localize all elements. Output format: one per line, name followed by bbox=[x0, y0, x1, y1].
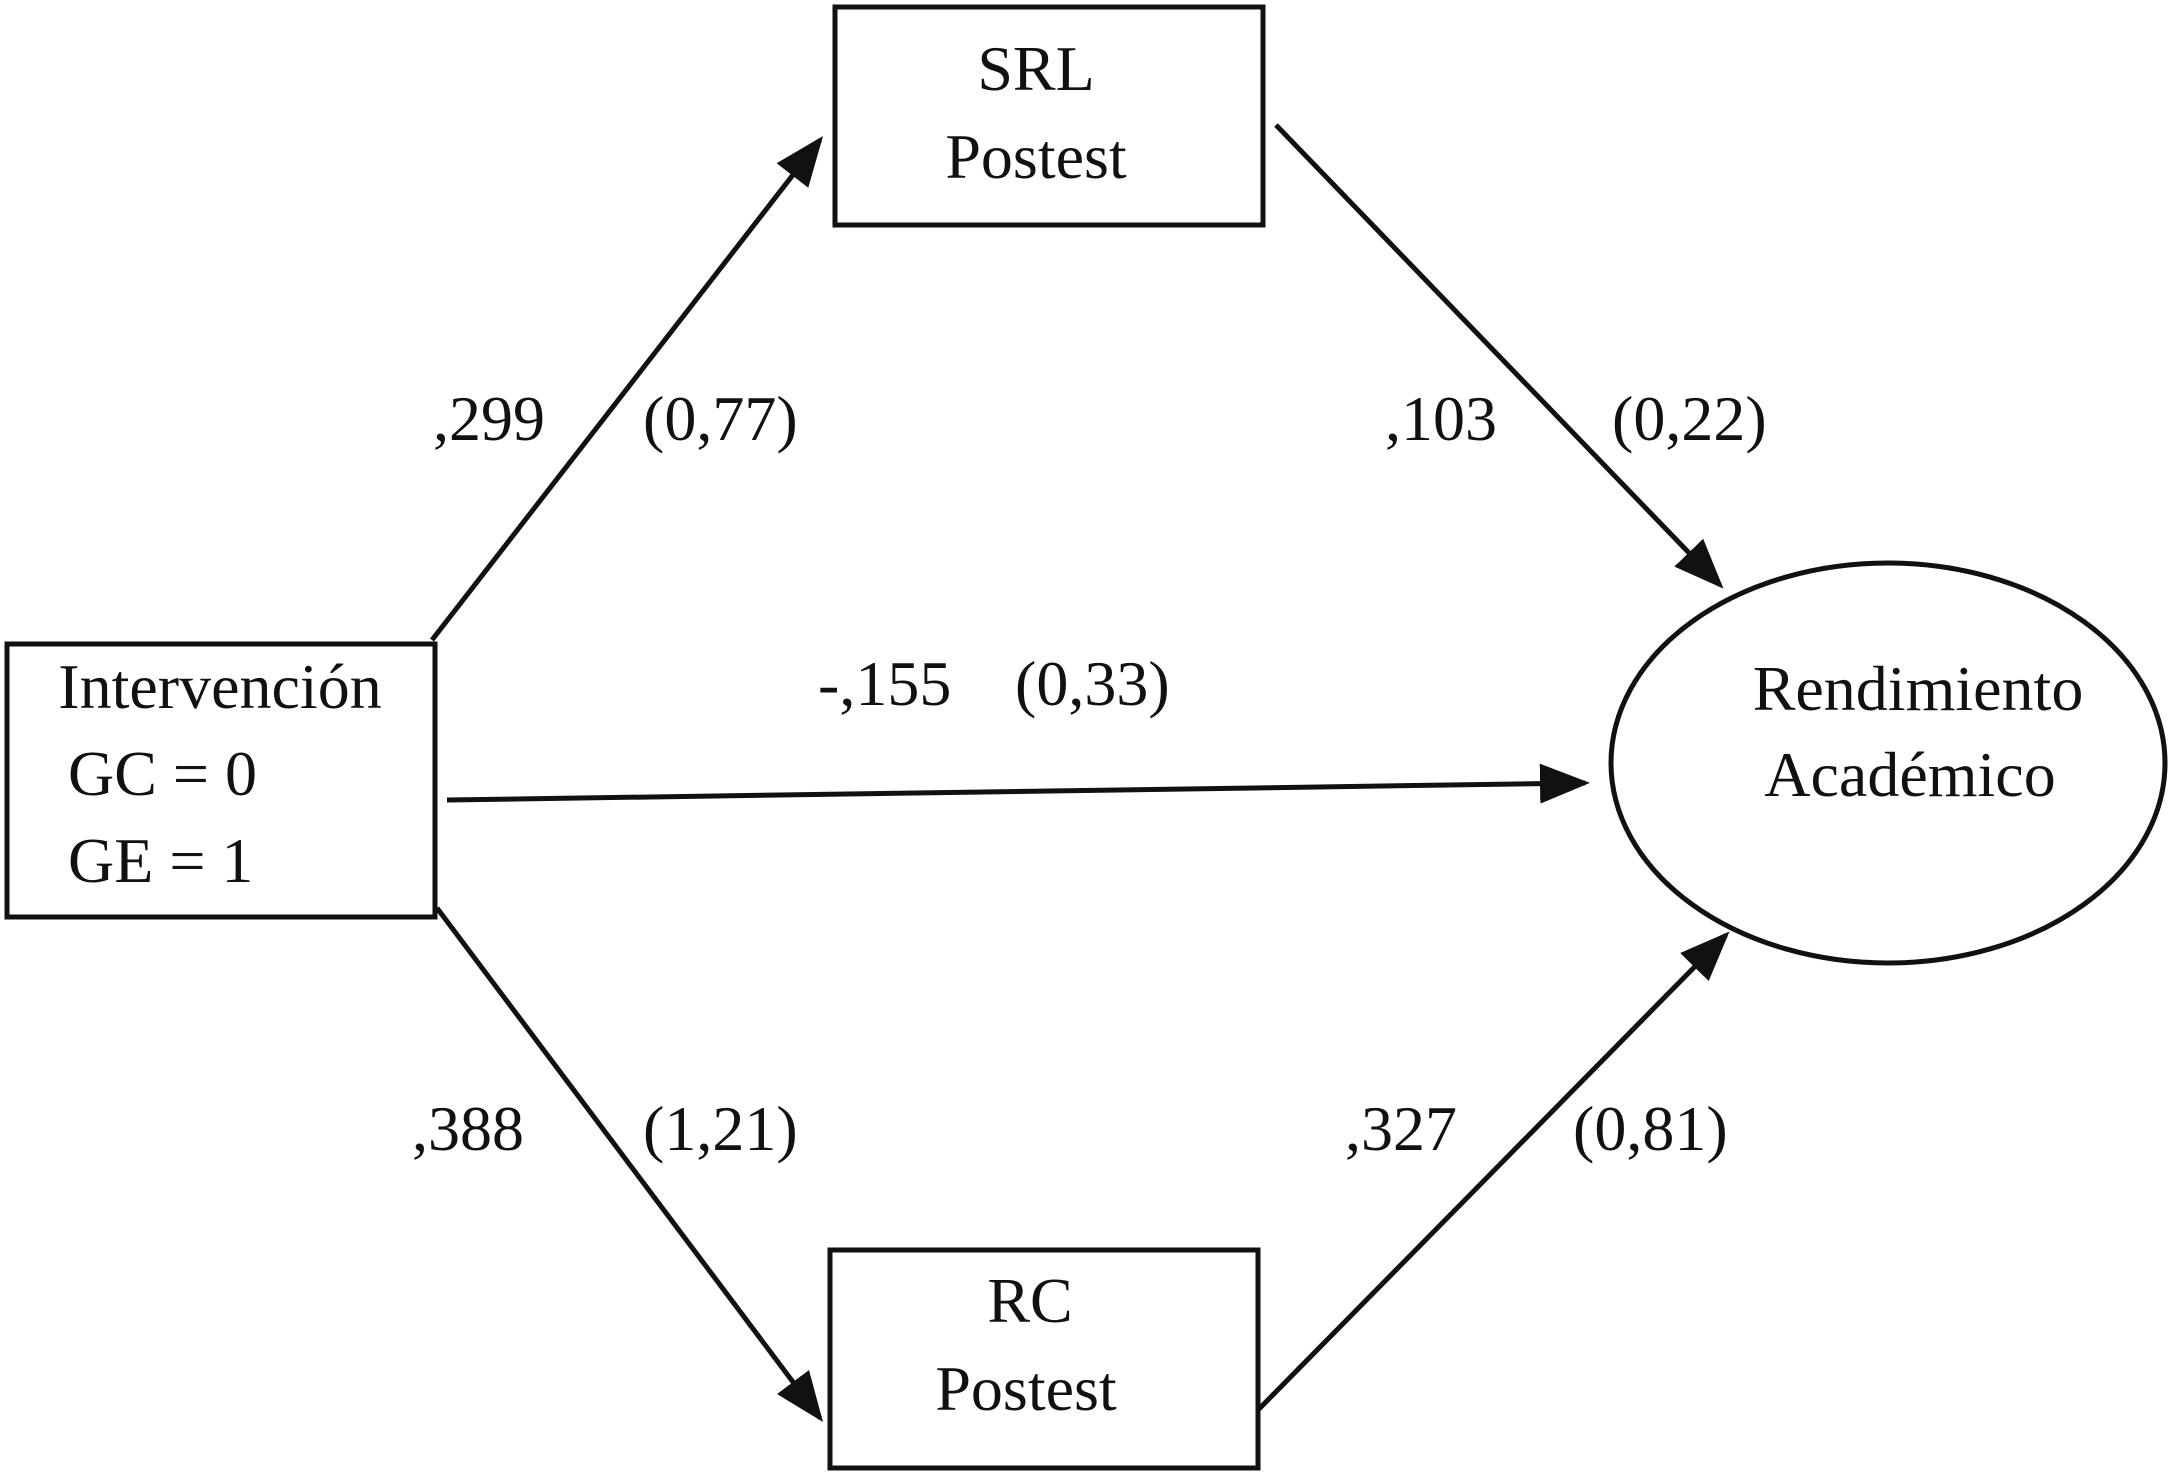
ci-intervention-rc: (1,21) bbox=[643, 1093, 798, 1164]
srl-title: SRL bbox=[977, 33, 1094, 104]
edge-intervention-srl bbox=[430, 136, 824, 642]
coef-intervention-srl: ,299 bbox=[433, 383, 545, 454]
outcome-subtitle: Académico bbox=[1764, 739, 2055, 810]
ci-intervention-srl: (0,77) bbox=[643, 383, 798, 454]
edge-srl-outcome bbox=[1274, 123, 1724, 589]
coef-intervention-rc: ,388 bbox=[412, 1093, 524, 1164]
edge-intervention-outcome bbox=[446, 763, 1590, 804]
ci-srl-outcome: (0,22) bbox=[1612, 383, 1767, 454]
ci-rc-outcome: (0,81) bbox=[1573, 1093, 1728, 1164]
ci-intervention-outcome: (0,33) bbox=[1015, 648, 1170, 719]
rc-subtitle: Postest bbox=[935, 1353, 1117, 1424]
rc-title: RC bbox=[987, 1265, 1072, 1336]
edge-intervention-rc bbox=[435, 906, 824, 1422]
intervention-gc: GC = 0 bbox=[68, 738, 257, 809]
node-rendimiento-academico: Rendimiento Académico bbox=[1608, 560, 2168, 966]
node-rc-postest: RC Postest bbox=[827, 1247, 1261, 1471]
srl-subtitle: Postest bbox=[945, 121, 1127, 192]
outcome-title: Rendimiento bbox=[1753, 653, 2084, 724]
edge-rc-outcome bbox=[1256, 931, 1730, 1412]
intervention-ge: GE = 1 bbox=[68, 825, 253, 896]
coef-rc-outcome: ,327 bbox=[1345, 1093, 1457, 1164]
coef-srl-outcome: ,103 bbox=[1385, 383, 1497, 454]
coef-intervention-outcome: -,155 bbox=[818, 648, 951, 719]
node-intervention: Intervención GC = 0 GE = 1 bbox=[4, 641, 438, 920]
intervention-title: Intervención bbox=[58, 651, 381, 722]
node-srl-postest: SRL Postest bbox=[832, 4, 1266, 228]
